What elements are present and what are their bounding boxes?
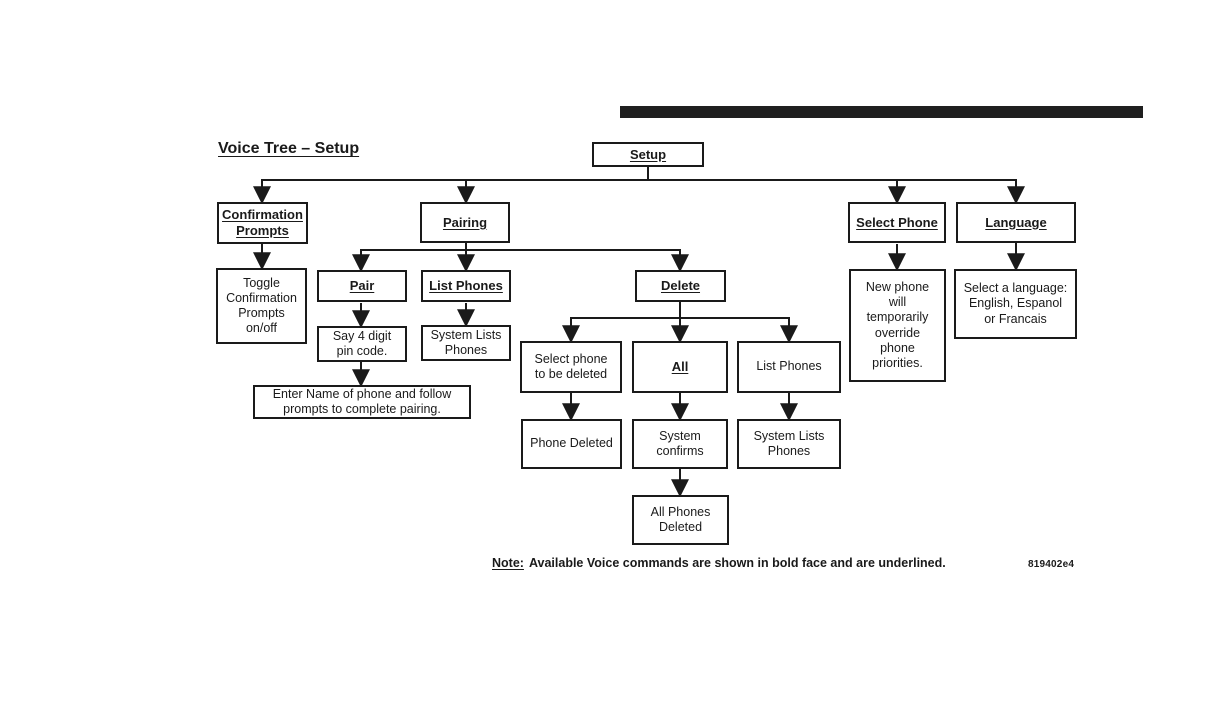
footnote: Note: Available Voice commands are shown …	[492, 556, 946, 570]
flow-node-setup: Setup	[592, 142, 704, 167]
flow-node-delete: Delete	[635, 270, 726, 302]
header-black-bar	[620, 106, 1143, 118]
flow-node-select-phone-to-delete: Select phone to be deleted	[520, 341, 622, 393]
flow-node-system-lists-phones-2: System Lists Phones	[737, 419, 841, 469]
flow-node-system-lists-phones-1: System Lists Phones	[421, 325, 511, 361]
flow-node-say-pin: Say 4 digit pin code.	[317, 326, 407, 362]
flow-node-list-phones-pairing: List Phones	[421, 270, 511, 302]
flow-node-select-phone: Select Phone	[848, 202, 946, 243]
flow-node-language: Language	[956, 202, 1076, 243]
flow-node-list-phones-delete: List Phones	[737, 341, 841, 393]
page-title: Voice Tree – Setup	[218, 140, 360, 157]
flow-node-all-phones-deleted: All Phones Deleted	[632, 495, 729, 545]
flow-node-system-confirms: System confirms	[632, 419, 728, 469]
flow-node-all: All	[632, 341, 728, 393]
flow-node-enter-name: Enter Name of phone and follow prompts t…	[253, 385, 471, 419]
flow-node-new-phone-override: New phone will temporarily override phon…	[849, 269, 946, 382]
flow-node-confirmation-prompts: Confirmation Prompts	[217, 202, 308, 244]
flow-node-pairing: Pairing	[420, 202, 510, 243]
footnote-label: Note:	[492, 556, 524, 570]
figure-code: 819402e4	[1028, 559, 1075, 570]
flow-node-toggle-confirmation: Toggle Confirmation Prompts on/off	[216, 268, 307, 344]
flow-node-phone-deleted: Phone Deleted	[521, 419, 622, 469]
flow-node-select-language: Select a language: English, Espanol or F…	[954, 269, 1077, 339]
footnote-text: Available Voice commands are shown in bo…	[528, 556, 946, 570]
flow-node-pair: Pair	[317, 270, 407, 302]
